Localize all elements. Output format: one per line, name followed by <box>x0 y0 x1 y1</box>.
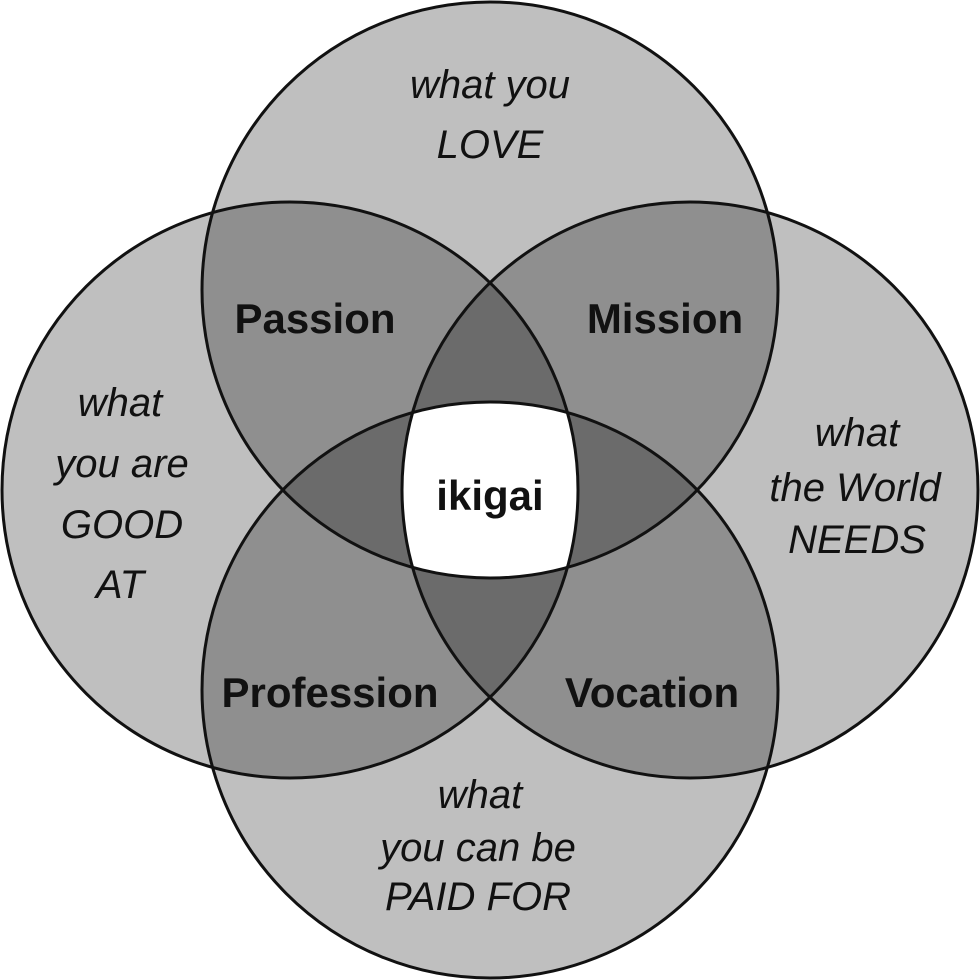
circle-paid-for <box>202 402 778 978</box>
circle-good-at-outline <box>0 200 580 780</box>
circle-love-outline <box>200 0 780 580</box>
circle-paid-for-outline <box>200 400 780 980</box>
circle-love <box>202 2 778 578</box>
paid-label-1: what <box>438 773 524 817</box>
paid-label-3: PAID FOR <box>385 875 571 919</box>
circle-world-needs <box>402 202 978 778</box>
needs-label-3: NEEDS <box>788 518 926 562</box>
circle-world-needs-outline <box>400 200 980 780</box>
passion-label: Passion <box>234 295 395 342</box>
circle-good-at <box>2 202 578 778</box>
good-at-label-3: GOOD <box>61 503 183 547</box>
mission-label: Mission <box>587 295 743 342</box>
good-at-label-2: you are <box>52 442 188 486</box>
paid-label-2: you can be <box>377 826 576 870</box>
profession-label: Profession <box>221 669 438 716</box>
vocation-label: Vocation <box>565 669 739 716</box>
good-at-label-1: what <box>78 381 164 425</box>
ikigai-label: ikigai <box>436 472 543 519</box>
needs-label-2: the World <box>769 466 942 510</box>
good-at-label-4: AT <box>94 563 147 607</box>
love-label-2: LOVE <box>437 123 545 167</box>
love-label-1: what you <box>410 63 570 107</box>
needs-label-1: what <box>815 411 901 455</box>
